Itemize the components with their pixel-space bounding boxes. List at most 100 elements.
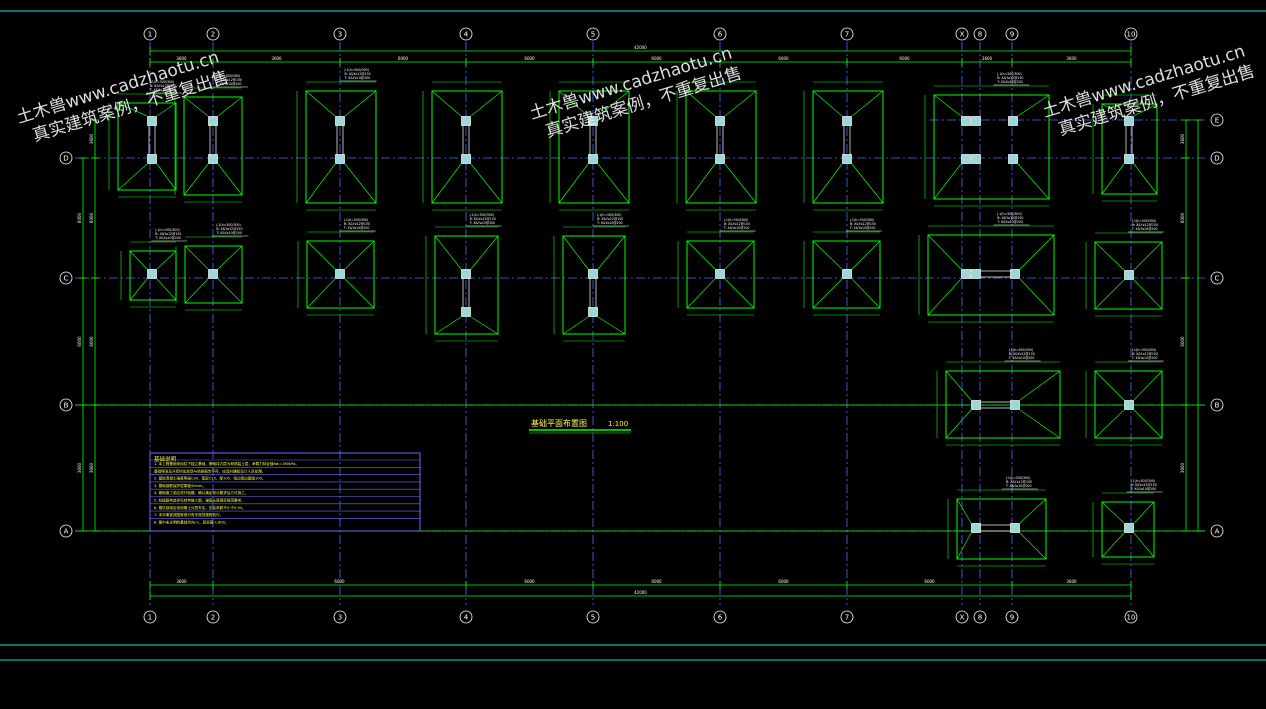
footing-tag-line2: B: X&Y⌀12@150 [345,72,371,76]
dim-bottom-segments-label: 6000 [924,579,935,584]
footing-slope-line [1133,279,1163,310]
footing-tag-line3: T: X&Y⌀10@200 [1008,356,1035,360]
footing-tag-line3: T: X&Y⌀10@200 [849,226,876,230]
dim-right-label: 6000 [1180,212,1185,223]
footing-outline [184,245,243,304]
footing-tag-line1: J-1(h=500/300) [1131,348,1156,352]
footing-slope-line [117,102,148,117]
footing-slope-line [685,90,716,117]
axis-bubble-top-label: 9 [1010,31,1014,39]
dim-right-label: 3600 [1180,133,1185,144]
footing-slope-line [344,278,375,309]
axis-bubble-right-label: C [1215,275,1220,283]
footing-slope-line [562,235,589,270]
footing-slope-line [306,278,336,309]
axis-lines [75,42,1205,605]
dim-left-label: 6000 [77,336,82,347]
footing-slope-line [1019,409,1061,439]
footing-slope-line [431,90,462,117]
column-square [1010,269,1020,279]
column-square [208,269,218,279]
footing-slope-line [183,163,209,196]
axis-bubble-top-label: 1 [148,31,152,39]
axis-bubble-top [586,27,600,41]
axis-bubble-bottom-label: 7 [845,614,849,622]
footing-slope-line [344,240,375,270]
footing-slope-line [933,163,962,200]
axis-bubble-top [713,27,727,41]
footing-5 [549,81,630,211]
footing-slope-line [1094,409,1125,439]
footing-slope-line [558,163,589,204]
footing-outline [1101,103,1158,195]
footing-tag-line3: T: X&Y⌀10@200 [1005,484,1032,488]
footing-slope-line [1101,532,1125,558]
footing-outline [933,94,1050,200]
column-square [842,116,852,126]
footing-outline [685,90,757,204]
axis-bubble-bottom [459,610,473,624]
column-square [588,269,598,279]
footing-slope-line [1019,278,1055,316]
footing-outline [562,235,626,335]
dim-right-label: 6000 [1180,336,1185,347]
axis-bubble-top [206,27,220,41]
footing-outline [927,234,1055,316]
footing-tag-line1: J-1(h=500/300) [215,74,240,78]
column-square [971,400,981,410]
footing-slope-line [1019,498,1047,524]
footing-tag-line2: B: X&Y⌀12@150 [997,76,1023,80]
footing-tag-line3: T: X&Y⌀10@200 [996,220,1023,224]
footing-slope-line [724,90,757,117]
axis-bubble-bottom-label: 8 [978,614,982,622]
footing-tag-line2: B: X&Y⌀12@150 [1009,352,1035,356]
footing-slope-line [1017,94,1050,117]
dim-left-2-label: 6000 [89,336,94,347]
footing-slope-line [156,250,177,270]
dim-top-segments-label: 6000 [651,56,662,61]
footing-slope-line [686,278,716,309]
column-square [335,154,345,164]
footing-tag-line3: T: X&Y⌀10@200 [469,221,496,225]
footing-outline [1101,501,1155,558]
axis-bubble-left-label: C [64,275,69,283]
dim-top-segments-label: 6000 [899,56,910,61]
column-square [971,116,981,126]
column-square [588,154,598,164]
axis-bubble-right [1210,113,1224,127]
footing-slope-line [184,245,209,270]
dim-left-label: 6000 [77,212,82,223]
column-square [1008,116,1018,126]
notes-line: 6. 基坑回填应采用素土分层夯实，压实系数不小于0.94。 [154,505,246,510]
column-square [715,116,725,126]
column-square [1124,270,1134,280]
column-square [147,269,157,279]
footing-slope-line [812,90,843,117]
column-square [461,307,471,317]
footing-tag-line2: B: X&Y⌀12@150 [997,216,1023,220]
footing-tag-line2: B: X&Y⌀12@150 [850,222,876,226]
column-square [961,116,971,126]
plan-title-text: 基础平面布置图 [531,418,587,428]
column-square [588,307,598,317]
column-square [1124,400,1134,410]
column-square [208,116,218,126]
footing-tag-line3: T: X&Y⌀10@200 [723,226,750,230]
footing-tag-line2: B: X&Y⌀12@150 [216,78,242,82]
notes-box [149,452,421,532]
axis-bubble-right [1210,271,1224,285]
footing-tag-line2: B: X&Y⌀12@150 [470,217,496,221]
footing-slope-line [562,316,589,335]
footing-6 [676,81,757,211]
axis-bubble-top [973,27,987,41]
footing-slope-line [1094,241,1125,271]
column-square [208,154,218,164]
footing-slope-line [1133,532,1155,558]
footing-outline [183,96,243,196]
